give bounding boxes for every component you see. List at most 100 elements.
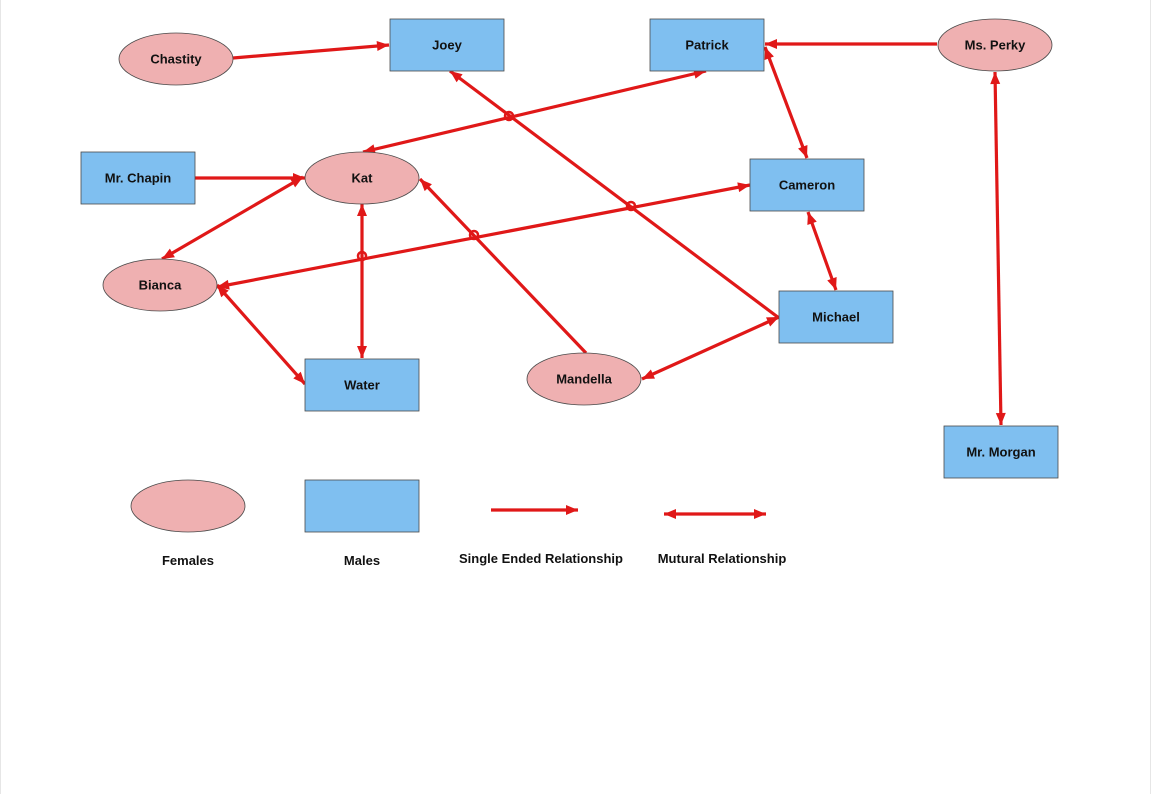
edge-line [806, 211, 838, 291]
male-rect [749, 158, 865, 212]
node-label: Michael [812, 310, 860, 325]
male-rect [80, 151, 196, 205]
legend-mutual-label: Mutural Relationship [658, 551, 787, 566]
node-ms-perky: Ms. Perky [937, 18, 1053, 72]
arrow-head [566, 505, 578, 515]
edge-ms-perky-to-mr-morgan [990, 71, 1006, 426]
node-mr-morgan: Mr. Morgan [943, 425, 1059, 479]
arrow-head [642, 369, 655, 379]
node-label: Joey [432, 38, 462, 53]
edge-mandella-to-michael [641, 315, 780, 381]
arrow-head [990, 72, 1001, 85]
edge-chastity-to-joey [232, 41, 390, 60]
edge-kat-to-water [357, 204, 367, 358]
legend: Females Males Single Ended Relationship … [130, 479, 787, 568]
node-bianca: Bianca [102, 258, 218, 312]
edges-layer [161, 39, 1006, 426]
node-label: Kat [352, 171, 374, 186]
edge-bianca-to-cameron [216, 182, 751, 290]
node-label: Mandella [556, 372, 612, 387]
edge-cameron-to-michael [806, 211, 838, 291]
arrow-head [217, 285, 229, 298]
edge-kat-to-patrick [362, 68, 707, 155]
edge-crossing-hop [468, 229, 480, 241]
female-ellipse [102, 258, 218, 312]
arrow-head [357, 204, 367, 216]
node-cameron: Cameron [749, 158, 865, 212]
node-label: Ms. Perky [965, 38, 1026, 53]
arrow-head [765, 39, 777, 49]
edge-crossing-hop [356, 250, 368, 262]
female-ellipse [118, 32, 234, 86]
edge-line [641, 315, 780, 381]
legend-single-label: Single Ended Relationship [459, 551, 623, 566]
node-label: Mr. Morgan [966, 445, 1035, 460]
edge-michael-to-joey [449, 69, 780, 320]
male-rect [943, 425, 1059, 479]
edge-line [993, 71, 1003, 426]
node-water: Water [304, 358, 420, 412]
edge-line [216, 183, 751, 289]
edge-line [161, 175, 304, 261]
arrow-head [766, 317, 779, 327]
male-rect [649, 18, 765, 72]
arrow-head [737, 182, 750, 193]
edge-mandella-to-kat [418, 177, 588, 355]
female-ellipse [937, 18, 1053, 72]
edge-bianca-to-water [215, 283, 307, 386]
arrow-head [293, 371, 305, 384]
node-label: Water [344, 378, 380, 393]
arrow-head [290, 177, 303, 188]
edge-crossing-hop [503, 110, 515, 122]
node-label: Patrick [685, 38, 729, 53]
legend-males-label: Males [344, 553, 380, 568]
arrow-head [995, 412, 1006, 425]
arrow-head [764, 47, 774, 60]
arrow-head [664, 509, 676, 519]
node-label: Chastity [150, 52, 202, 67]
arrow-head [754, 509, 766, 519]
arrow-head [162, 248, 175, 259]
node-label: Cameron [779, 178, 835, 193]
edge-line [232, 43, 390, 60]
arrow-head [827, 277, 837, 290]
node-label: Mr. Chapin [105, 171, 172, 186]
legend-female-swatch [130, 479, 246, 533]
edge-line [763, 46, 809, 159]
node-mandella: Mandella [526, 352, 642, 406]
female-ellipse [526, 352, 642, 406]
edge-crossing-hop [625, 200, 637, 212]
arrow-head [807, 212, 817, 225]
node-michael: Michael [778, 290, 894, 344]
legend-females-label: Females [162, 553, 214, 568]
node-chastity: Chastity [118, 32, 234, 86]
male-rect [389, 18, 505, 72]
node-label: Bianca [139, 278, 182, 293]
legend-male-swatch [304, 479, 420, 533]
edge-line [362, 69, 707, 154]
node-mr-chapin: Mr. Chapin [80, 151, 196, 205]
single-arrow-sample [491, 505, 578, 515]
node-kat: Kat [304, 151, 420, 205]
edge-kat-to-bianca [161, 175, 304, 261]
edge-line [418, 177, 588, 355]
arrow-head [798, 145, 808, 158]
male-rect [304, 358, 420, 412]
male-rect [778, 290, 894, 344]
edge-line [449, 69, 780, 320]
arrow-head [357, 346, 367, 358]
node-patrick: Patrick [649, 18, 765, 72]
node-joey: Joey [389, 18, 505, 72]
arrow-head [420, 179, 432, 192]
female-ellipse [304, 151, 420, 205]
edge-ms-perky-to-patrick [765, 39, 937, 49]
arrow-head [376, 41, 389, 51]
legend-mutual-arrow [664, 509, 766, 519]
edge-mr-chapin-to-kat [195, 173, 305, 183]
edge-patrick-to-cameron [763, 46, 809, 159]
edge-line [215, 283, 307, 386]
mutual-arrow-sample [664, 509, 766, 519]
